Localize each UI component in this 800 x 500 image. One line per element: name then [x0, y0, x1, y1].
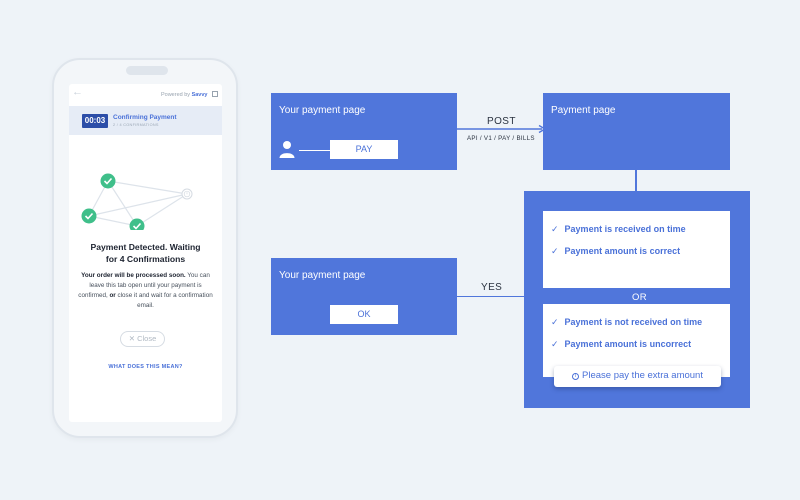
order-info-or: or — [107, 292, 116, 299]
yes-label: YES — [481, 282, 503, 293]
check-icon: ✓ — [551, 246, 559, 256]
close-icon: ✕ — [128, 334, 135, 343]
user-connector — [299, 150, 330, 152]
pay-extra-amount-text: Please pay the extra amount — [582, 370, 703, 381]
phone-mockup: ← Powered by Savvy 00:03 Confirming Paym… — [52, 58, 238, 438]
order-info-text: Your order will be processed soon. You c… — [77, 271, 214, 311]
order-info-part1: You can leave this tab open until your p… — [78, 272, 210, 299]
phone-header: ← Powered by Savvy — [69, 84, 222, 106]
vertical-connector — [635, 170, 637, 192]
box-title: Your payment page — [279, 105, 366, 116]
ok-button[interactable]: OK — [330, 305, 398, 324]
countdown-timer: 00:03 — [82, 114, 108, 128]
check-icon: ✓ — [551, 224, 559, 234]
yes-connector — [456, 296, 526, 298]
close-label: Close — [137, 334, 157, 343]
back-arrow-icon[interactable]: ← — [72, 86, 83, 98]
condition-item: ✓Payment is received on time — [551, 224, 686, 234]
your-payment-page-box-top: Your payment page PAY — [271, 93, 457, 170]
payment-detected-heading: Payment Detected. Waiting for 4 Confirma… — [73, 241, 218, 265]
post-label: POST — [487, 116, 516, 127]
order-info-bold: Your order will be processed soon. — [81, 272, 186, 279]
condition-item: ✓Payment amount is uncorrect — [551, 339, 692, 349]
heading-line-1: Payment Detected. Waiting — [90, 242, 201, 252]
powered-by[interactable]: Powered by Savvy — [161, 91, 218, 98]
confirming-payment-title: Confirming Payment — [113, 114, 177, 121]
payment-page-box: Payment page — [543, 93, 730, 170]
info-icon: i — [572, 373, 580, 380]
condition-item: ✓Payment amount is correct — [551, 246, 681, 256]
check-icon: ✓ — [551, 339, 559, 349]
check-icon: ✓ — [551, 317, 559, 327]
phone-screen: ← Powered by Savvy 00:03 Confirming Paym… — [69, 84, 222, 422]
or-label: OR — [632, 292, 648, 303]
network-node-pending — [181, 188, 193, 200]
powered-by-text: Powered by — [160, 92, 191, 98]
your-payment-page-box-bottom: Your payment page OK — [271, 258, 457, 335]
order-info-part2: close it and wait for a confirmation ema… — [115, 292, 213, 309]
conditions-box: ✓Payment is received on time ✓Payment am… — [524, 191, 750, 408]
network-node-confirmed — [129, 218, 145, 230]
user-icon — [279, 141, 295, 158]
box-title: Your payment page — [279, 270, 366, 281]
confirmation-network-graphic — [81, 173, 193, 230]
box-title: Payment page — [551, 105, 616, 116]
condition-card-mismatch: ✓Payment is not received on time ✓Paymen… — [543, 304, 730, 377]
network-node-confirmed — [81, 208, 97, 224]
confirmations-count: 2 / 4 CONFIRMATIONS — [113, 123, 159, 127]
what-does-this-mean-link[interactable]: WHAT DOES THIS MEAN? — [108, 364, 183, 370]
close-button[interactable]: ✕ Close — [120, 331, 165, 347]
condition-card-ok: ✓Payment is received on time ✓Payment am… — [543, 211, 730, 288]
phone-notch — [126, 66, 168, 75]
external-link-icon — [212, 91, 218, 97]
pay-button[interactable]: PAY — [330, 140, 398, 159]
api-path-label: API / V1 / PAY / BILLS — [467, 135, 535, 142]
powered-by-brand: Savvy — [191, 92, 208, 98]
heading-line-2: for 4 Confirmations — [105, 254, 186, 264]
confirming-payment-bar: 00:03 Confirming Payment 2 / 4 CONFIRMAT… — [69, 106, 222, 135]
condition-item: ✓Payment is not received on time — [551, 317, 703, 327]
network-node-confirmed — [100, 173, 116, 189]
